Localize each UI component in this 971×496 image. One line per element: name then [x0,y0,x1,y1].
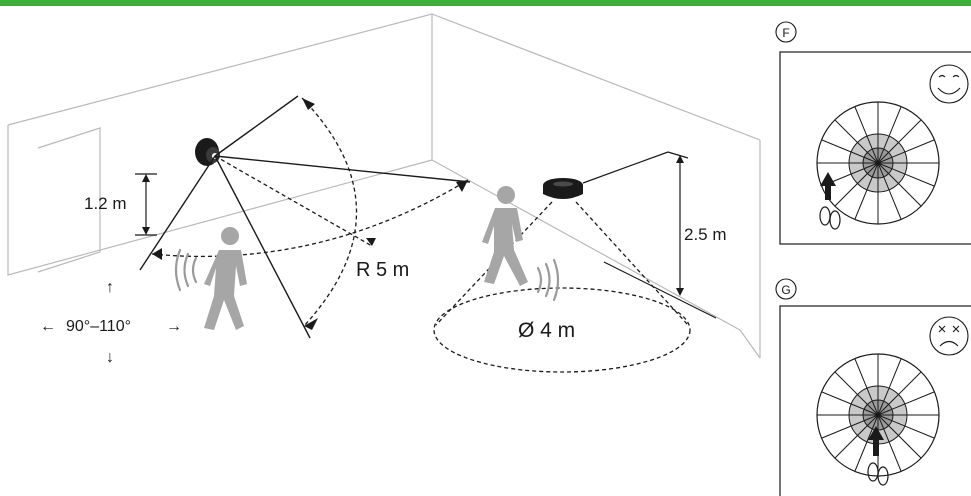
walking-feet-icon [867,462,889,486]
panel-g-letter: G [781,283,790,297]
mount-height-dimension-ceiling [603,151,717,319]
smiley-dizzy-icon [929,316,969,356]
panel-f: F [775,21,971,245]
top-bar [0,0,971,6]
mount-height-dimension-wall [135,173,157,236]
vertical-range-arc [301,97,358,327]
horizontal-range-arc [151,179,469,258]
motion-waves-icon [174,248,198,292]
panel-g: G [775,278,971,496]
angle-label: 90°–110° [66,318,131,335]
wall-sensor-icon [195,138,220,166]
panel-f-letter: F [782,26,789,40]
detection-zone-diagram [816,353,940,477]
angle-arrow-right: → [166,318,182,335]
angle-arrow-down: ↓ [106,349,114,366]
range-pointer [366,238,376,246]
smiley-happy-icon [929,64,969,104]
arc-arrowhead-bottom [304,318,318,330]
arc-arrowhead-top [302,98,315,110]
ceiling-detection-cone [433,201,691,373]
angle-arrow-up: ↑ [106,279,114,296]
diameter-label: Ø 4 m [518,319,575,342]
angle-arrow-left: ← [40,318,56,335]
detection-zone-diagram [816,101,940,225]
arrow-up-icon [820,172,836,200]
person-walking-icon [482,186,528,286]
panel-g-letter-badge [775,278,797,300]
arc-arrowhead-left [152,248,162,260]
mount-height-label-ceiling: 2.5 m [684,225,727,244]
arrow-up-icon [868,426,884,456]
ceiling-connector-line [582,151,669,184]
range-label: R 5 m [356,259,409,281]
room-outline [7,13,761,359]
panel-f-letter-badge [775,21,797,43]
ceiling-sensor-icon [543,178,583,199]
mount-height-label-wall: 1.2 m [84,194,127,213]
arc-arrowhead-right [456,180,468,192]
person-walking-icon [204,227,247,330]
wall-sensor-beams [139,95,471,339]
motion-waves-icon [536,258,560,302]
walking-feet-icon [819,206,841,230]
